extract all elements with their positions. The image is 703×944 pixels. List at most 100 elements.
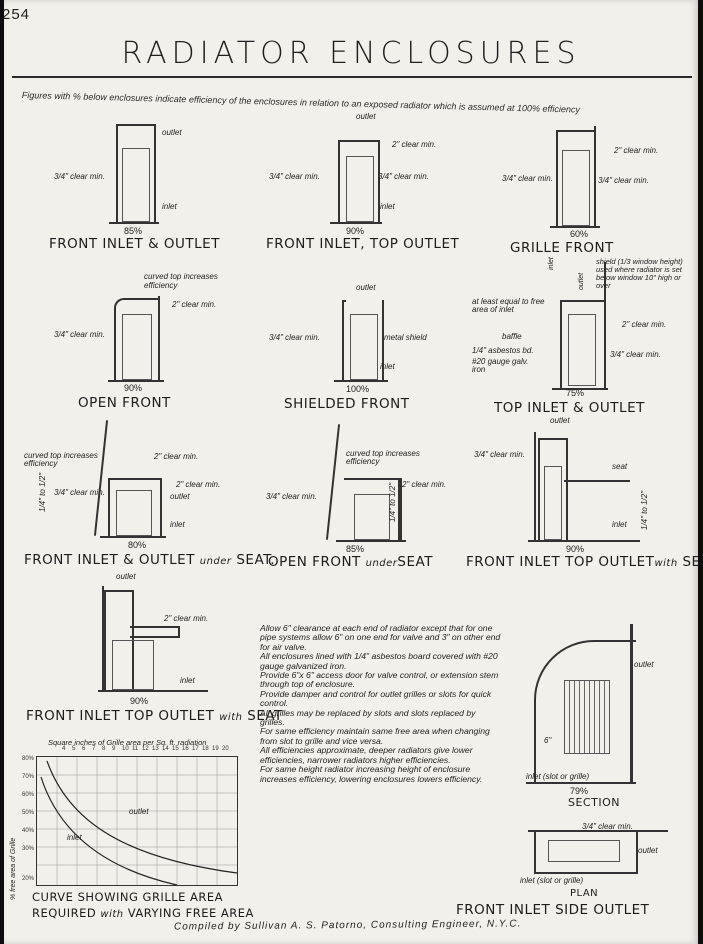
seat-board [564,480,630,482]
enclosure-curve [534,640,636,782]
caption-main: OPEN FRONT [268,554,361,570]
y-tick: 60% [21,792,34,798]
note-line: All efficiencies approximate, deeper rad… [260,745,473,765]
caption-end: SEAT [247,708,283,724]
x-tick: 17 [192,746,199,752]
graph-grid [37,757,238,886]
floor-line [109,222,159,224]
figure-caption: FRONT INLET, TOP OUTLET [266,236,460,252]
clearance-label: 2" clear min. [172,300,217,309]
graph-caption: CURVE SHOWING GRILLE AREA [32,890,224,904]
y-tick: 30% [21,846,34,852]
y-tick: 50% [21,810,34,816]
caption-small: under [199,556,232,567]
enclosure-outline [344,478,400,542]
x-tick: 6 [82,746,86,752]
clearance-label: 2" clear min. [622,320,667,329]
note-label: curved top increases efficiency [24,451,98,468]
x-tick: 15 [172,746,179,752]
clearance-label: 2" clear min. [402,480,447,489]
clearance-label: 2" clear min. [614,146,659,155]
seat-label: seat [612,462,628,471]
x-tick: 9 [112,746,116,752]
enclosure-outline [538,438,568,542]
graph-caption-2: REQUIRED with VARYING FREE AREA [32,906,254,920]
radiator-shape [568,314,596,386]
plan-enclosure [534,832,638,874]
outlet-label: outlet [162,128,182,137]
free-area-note: at least equal to free area of inlet [472,297,545,314]
height-label: 1/4" to 1/2" [38,472,47,512]
efficiency-percent: 100% [346,384,370,394]
outlet-label: outlet [578,272,585,290]
efficiency-percent: 75% [566,388,585,398]
caption-main: FRONT INLET TOP OUTLET [26,708,215,724]
note-line: All enclosures lined with 1/4" asbestos … [260,651,498,671]
inlet-curve-label: inlet [67,833,82,842]
enclosure-outline [560,300,606,388]
inlet-label: inlet (slot or grille) [526,772,590,781]
efficiency-percent: 85% [346,544,365,554]
credit-line: Compiled by Sullivan A. S. Patorno, Cons… [173,918,522,933]
seat-board [130,626,180,638]
note-line: For same height radiator increasing heig… [260,764,483,784]
efficiency-percent: 85% [124,226,143,236]
x-tick: 8 [102,746,106,752]
outlet-curve-label: outlet [129,807,149,816]
plan-wall [528,830,668,832]
outlet-label: outlet [550,416,570,425]
enclosure-outline [114,298,160,382]
note-label: curved top increases efficiency [346,449,420,466]
figure-caption: TOP INLET & OUTLET [494,400,645,416]
caption-main: FRONT INLET TOP OUTLET [466,554,655,570]
efficiency-percent: 90% [124,383,143,393]
caption-small: with [219,712,243,723]
outlet-label: outlet [170,492,190,501]
enclosure-outline [556,130,596,228]
note-line: All grilles may be replaced by slots and… [260,707,476,728]
radiator-shape [122,314,152,380]
outlet-label: outlet [116,572,136,581]
radiator-shape [562,150,590,226]
floor-line [552,388,608,390]
clearance-label: 2" clear min. [154,452,199,461]
floor-line [98,690,208,692]
caption-end: SEAT. [236,552,276,568]
wall-line [630,624,633,782]
efficiency-percent: 90% [566,544,585,554]
clearance-label: 3/4" clear min. [502,174,553,183]
clearance-label: 3/4" clear min. [269,172,320,181]
inlet-curve [40,776,178,886]
inlet-label: inlet [612,520,627,529]
height-label: 1/4" to 1/2" [388,482,397,522]
figure-caption: GRILLE FRONT [510,240,614,256]
caption-small: with [100,909,124,920]
x-tick: 10 [122,746,129,752]
caption-main: FRONT INLET & OUTLET [24,552,195,568]
clearance-label: 3/4" clear min. [610,350,661,359]
y-tick: 80% [21,756,34,762]
note-label: curved top increases efficiency [144,272,218,290]
radiator-shape [116,490,152,536]
caption-end: SEAT [397,554,433,570]
page-title: RADIATOR ENCLOSURES [121,36,581,71]
floor-line [336,540,406,542]
x-tick: 20 [222,746,229,752]
clearance-label: 3/4" clear min. [54,488,105,497]
caption-end: VARYING FREE AREA [127,906,254,920]
wall-line [400,478,402,540]
note-line: Provide 6"x 6" access door for valve con… [260,670,499,690]
x-tick: 7 [92,746,96,752]
plan-caption: PLAN [570,888,599,899]
floor-line [100,536,166,538]
graph-y-label: % free area of Grille [10,837,17,900]
graph-top-label: Square inches of Grille area per Sq. ft.… [48,738,207,747]
figure-caption: FRONT INLET TOP OUTLETwith SEAT [466,554,698,570]
x-tick: 13 [152,746,159,752]
efficiency-percent: 60% [570,229,589,239]
caption-end: SEAT [682,554,698,570]
caption-small: under [365,558,398,569]
floor-line [526,782,636,784]
enclosure-outline [338,140,380,224]
clearance-label: 3/4" clear min. [582,822,633,831]
